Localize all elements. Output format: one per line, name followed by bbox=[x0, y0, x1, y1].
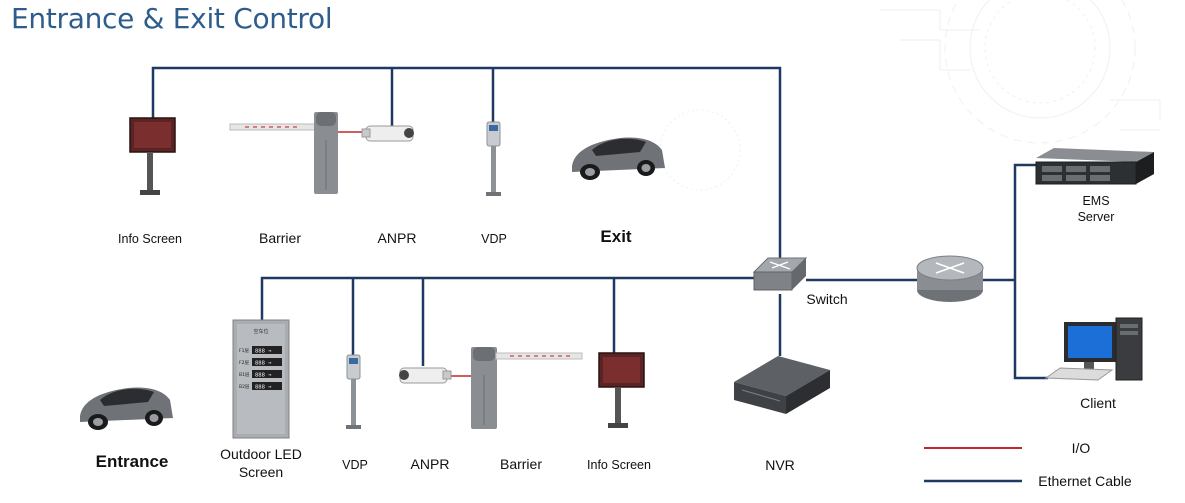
nvr-icon bbox=[734, 356, 830, 414]
outdoor-led-screen-label-line1: Outdoor LED bbox=[220, 446, 302, 462]
exit-barrier-label: Barrier bbox=[258, 230, 301, 246]
svg-text:F1层: F1层 bbox=[239, 348, 249, 354]
svg-text:888 →: 888 → bbox=[255, 361, 272, 367]
client-pc-icon bbox=[1044, 317, 1143, 381]
svg-text:888 →: 888 → bbox=[255, 373, 272, 379]
io-links bbox=[336, 131, 475, 377]
svg-text:B2层: B2层 bbox=[239, 384, 250, 390]
exit-anpr-camera-icon bbox=[361, 125, 414, 142]
entrance-info-screen-icon bbox=[598, 352, 645, 428]
exit-vdp-icon bbox=[486, 121, 501, 196]
svg-text:888 →: 888 → bbox=[255, 385, 272, 391]
entrance-bus-cable bbox=[260, 276, 758, 320]
router-icon bbox=[916, 255, 984, 302]
circuit-background-decoration bbox=[659, 0, 1161, 191]
nvr-label: NVR bbox=[765, 457, 795, 473]
exit-barrier-icon bbox=[229, 112, 338, 194]
svg-text:888 →: 888 → bbox=[255, 349, 272, 355]
exit-info-screen-icon bbox=[129, 117, 176, 195]
ems-server-label-line2: Server bbox=[1077, 210, 1115, 224]
entrance-anpr-camera-icon bbox=[399, 367, 452, 384]
page-title: Entrance & Exit Control bbox=[11, 2, 333, 35]
switch-icon bbox=[752, 257, 808, 291]
client-label: Client bbox=[1080, 395, 1116, 411]
legend-io-label: I/O bbox=[1071, 440, 1091, 456]
entrance-barrier-icon bbox=[471, 347, 583, 429]
exit-car-icon bbox=[572, 137, 665, 180]
exit-label: Exit bbox=[600, 227, 632, 246]
entrance-vdp-label: VDP bbox=[342, 458, 368, 472]
ethernet-cables bbox=[151, 66, 1048, 380]
ems-server-icon bbox=[1035, 148, 1154, 185]
exit-vdp-label: VDP bbox=[481, 232, 507, 246]
exit-bus-cable bbox=[151, 66, 782, 270]
entrance-car-icon bbox=[80, 387, 173, 430]
legend bbox=[924, 447, 1022, 483]
legend-ethernet-label: Ethernet Cable bbox=[1038, 473, 1132, 489]
exit-anpr-label: ANPR bbox=[377, 230, 417, 246]
entrance-anpr-label: ANPR bbox=[410, 456, 450, 472]
outdoor-led-screen-label-line2: Screen bbox=[238, 464, 284, 480]
ems-server-label-line1: EMS bbox=[1082, 194, 1110, 208]
outdoor-led-screen-icon: 空车位 888 → 888 → 888 → 888 → F1层 F2层 B1层 … bbox=[232, 319, 290, 439]
entrance-vdp-icon bbox=[346, 354, 361, 429]
entrance-barrier-label: Barrier bbox=[499, 456, 542, 472]
svg-text:B1层: B1层 bbox=[239, 372, 250, 378]
server-client-trunk bbox=[1013, 163, 1048, 380]
svg-text:空车位: 空车位 bbox=[253, 328, 268, 335]
svg-text:F2层: F2层 bbox=[239, 360, 249, 366]
entrance-info-screen-label: Info Screen bbox=[587, 458, 651, 472]
exit-info-screen-label: Info Screen bbox=[118, 232, 182, 246]
entrance-label: Entrance bbox=[95, 452, 169, 471]
switch-label: Switch bbox=[806, 291, 848, 307]
